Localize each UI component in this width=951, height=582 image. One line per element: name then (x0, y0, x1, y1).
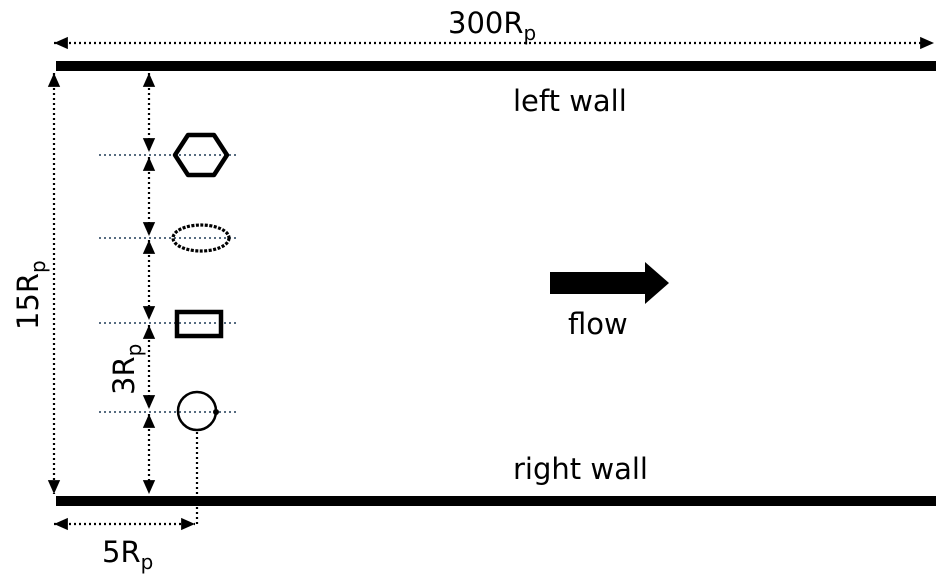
bottom-wall (56, 496, 936, 506)
ellipse-icon (171, 223, 231, 253)
hexagon-icon (172, 132, 230, 178)
circle-marker-dot (213, 409, 219, 415)
circle-icon (176, 390, 218, 432)
offset-label: 5Rp (102, 535, 153, 574)
top-wall (56, 61, 936, 71)
rectangle-icon (174, 309, 224, 339)
spacing-label: 3Rp (107, 344, 146, 395)
top-wall-label: left wall (513, 84, 627, 118)
bottom-wall-label: right wall (513, 452, 648, 486)
flow-label: flow (568, 307, 628, 341)
width-label: 15Rp (11, 260, 50, 330)
flow-arrow-icon (550, 262, 669, 304)
length-label: 300Rp (448, 6, 536, 45)
